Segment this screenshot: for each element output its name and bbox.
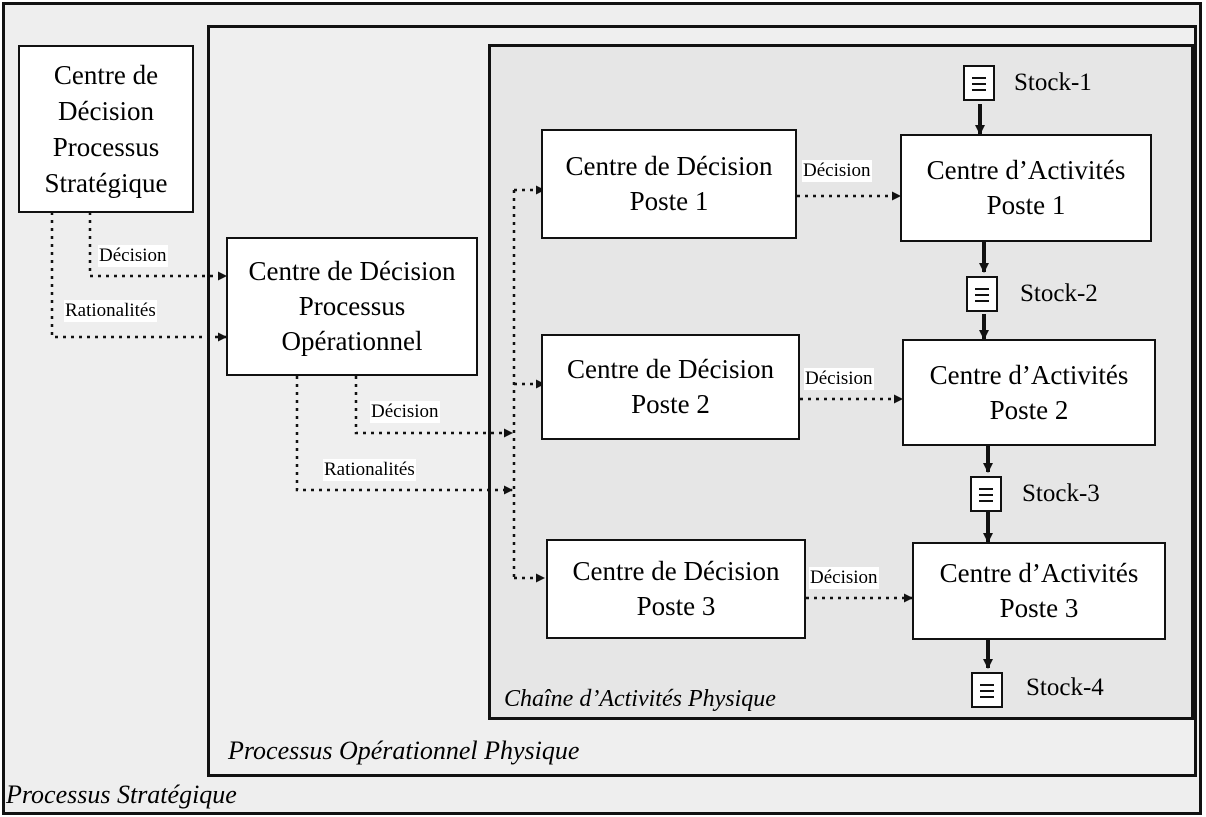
- activity-chain-label: Chaîne d’Activités Physique: [504, 686, 776, 712]
- label-operational-decision: Décision: [370, 401, 440, 423]
- label-decision-poste-2: Décision: [804, 368, 874, 390]
- decision-center-poste-3: Centre de Décision Poste 3: [546, 539, 806, 639]
- label-strategic-rationalites: Rationalités: [64, 300, 157, 322]
- operational-process-label: Processus Opérationnel Physique: [228, 736, 580, 765]
- stock-2-icon: [966, 276, 998, 312]
- arrow-operational-rationalites: [295, 376, 513, 495]
- stock-2-label: Stock-2: [1020, 280, 1098, 307]
- stock-3-label: Stock-3: [1022, 480, 1100, 507]
- label-decision-poste-3: Décision: [809, 567, 879, 589]
- activity-center-poste-1: Centre d’Activités Poste 1: [900, 134, 1152, 242]
- label-decision-poste-1: Décision: [802, 160, 872, 182]
- strategic-process-label: Processus Stratégique: [6, 780, 237, 809]
- operational-decision-center: Centre de Décision Processus Opérationne…: [226, 237, 478, 376]
- strategic-decision-center: Centre de Décision Processus Stratégique: [18, 45, 194, 213]
- arrow-strategic-rationalites: [50, 212, 227, 342]
- decision-center-poste-1: Centre de Décision Poste 1: [541, 129, 797, 239]
- stock-4-icon: [971, 672, 1003, 708]
- label-strategic-decision: Décision: [98, 245, 168, 267]
- arrow-operational-decision: [354, 376, 513, 438]
- stock-4-label: Stock-4: [1026, 674, 1104, 701]
- stock-1-icon: [963, 65, 995, 101]
- activity-center-poste-2: Centre d’Activités Poste 2: [902, 339, 1156, 446]
- stock-1-label: Stock-1: [1014, 69, 1092, 96]
- activity-center-poste-3: Centre d’Activités Poste 3: [912, 542, 1166, 640]
- stock-3-icon: [970, 476, 1002, 512]
- decision-center-poste-2: Centre de Décision Poste 2: [541, 334, 800, 440]
- label-operational-rationalites: Rationalités: [323, 459, 416, 481]
- arrow-strategic-decision: [88, 212, 227, 281]
